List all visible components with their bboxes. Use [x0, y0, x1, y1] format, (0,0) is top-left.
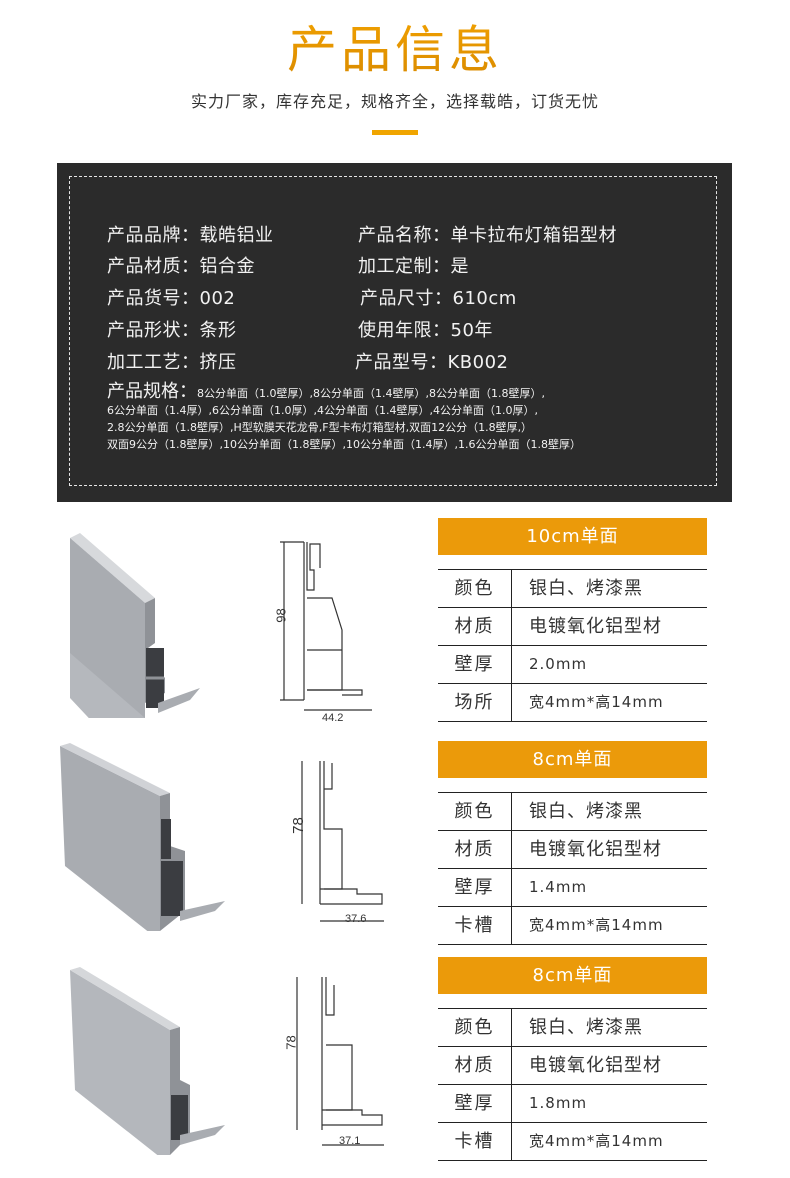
- info-custom: 加工定制：是: [358, 256, 469, 277]
- height-dimension: 78: [283, 1035, 299, 1050]
- info-model: 产品型号：KB002: [355, 352, 509, 373]
- profile-cross-section: [296, 977, 384, 1146]
- table-title: 8cm单面: [438, 957, 707, 994]
- info-lifespan: 使用年限：50年: [358, 320, 493, 341]
- profile-cross-section: [301, 761, 384, 922]
- table-row: 材质电镀氧化铝型材: [438, 831, 707, 869]
- table-title: 8cm单面: [438, 741, 707, 778]
- profile-cross-section: [280, 541, 372, 711]
- product-info-panel: 产品品牌：载皓铝业 产品材质：铝合金 产品货号：002 产品形状：条形 加工工艺…: [57, 163, 732, 502]
- info-product-name: 产品名称：单卡拉布灯箱铝型材: [358, 225, 617, 246]
- profile-photo: [70, 967, 225, 1155]
- width-dimension: 44.2: [322, 712, 344, 724]
- info-process: 加工工艺：挤压: [107, 352, 237, 373]
- table-row: 卡槽宽4mm*高14mm: [438, 907, 707, 945]
- page-subtitle: 实力厂家，库存充足，规格齐全，选择载皓，订货无忧: [190, 92, 599, 111]
- spec-line: 2.8公分单面（1.8壁厚）,H型软膜天花龙骨,F型卡布灯箱型材,双面12公分（…: [107, 421, 533, 434]
- table-row: 材质电镀氧化铝型材: [438, 608, 707, 646]
- info-shape: 产品形状：条形: [107, 320, 237, 341]
- info-item-no: 产品货号：002: [107, 288, 236, 309]
- dashed-frame: [69, 176, 717, 486]
- table-title: 10cm单面: [438, 518, 707, 555]
- spec-line: 产品规格：8公分单面（1.0壁厚）,8公分单面（1.4壁厚）,8公分单面（1.8…: [107, 381, 545, 402]
- spec-line: 6公分单面（1.4厚）,6公分单面（1.0厚）,4公分单面（1.4壁厚）,4公分…: [107, 404, 538, 417]
- width-dimension: 37.6: [345, 913, 367, 925]
- page-title: 产品信息: [0, 18, 790, 82]
- spec-list: 产品规格：8公分单面（1.0壁厚）,8公分单面（1.4壁厚）,8公分单面（1.8…: [107, 383, 707, 453]
- profile-photo: [70, 533, 200, 718]
- table-row: 卡槽宽4mm*高14mm: [438, 1123, 707, 1161]
- spec-label: 产品规格：: [107, 381, 197, 402]
- info-brand: 产品品牌：载皓铝业: [107, 225, 274, 246]
- table-row: 场所宽4mm*高14mm: [438, 684, 707, 722]
- info-material: 产品材质：铝合金: [107, 256, 255, 277]
- accent-divider: [372, 130, 418, 135]
- height-dimension: 78: [289, 817, 307, 834]
- table-row: 颜色银白、烤漆黑: [438, 1009, 707, 1047]
- table-row: 颜色银白、烤漆黑: [438, 793, 707, 831]
- height-dimension: 98: [273, 608, 289, 623]
- spec-line: 双面9公分（1.8壁厚）,10公分单面（1.8壁厚）,10公分单面（1.4厚）,…: [107, 438, 581, 451]
- table-row: 材质电镀氧化铝型材: [438, 1047, 707, 1085]
- width-dimension: 37.1: [339, 1135, 361, 1147]
- info-size: 产品尺寸：610cm: [360, 288, 517, 309]
- profile-photo: [60, 743, 225, 931]
- table-row: 颜色银白、烤漆黑: [438, 570, 707, 608]
